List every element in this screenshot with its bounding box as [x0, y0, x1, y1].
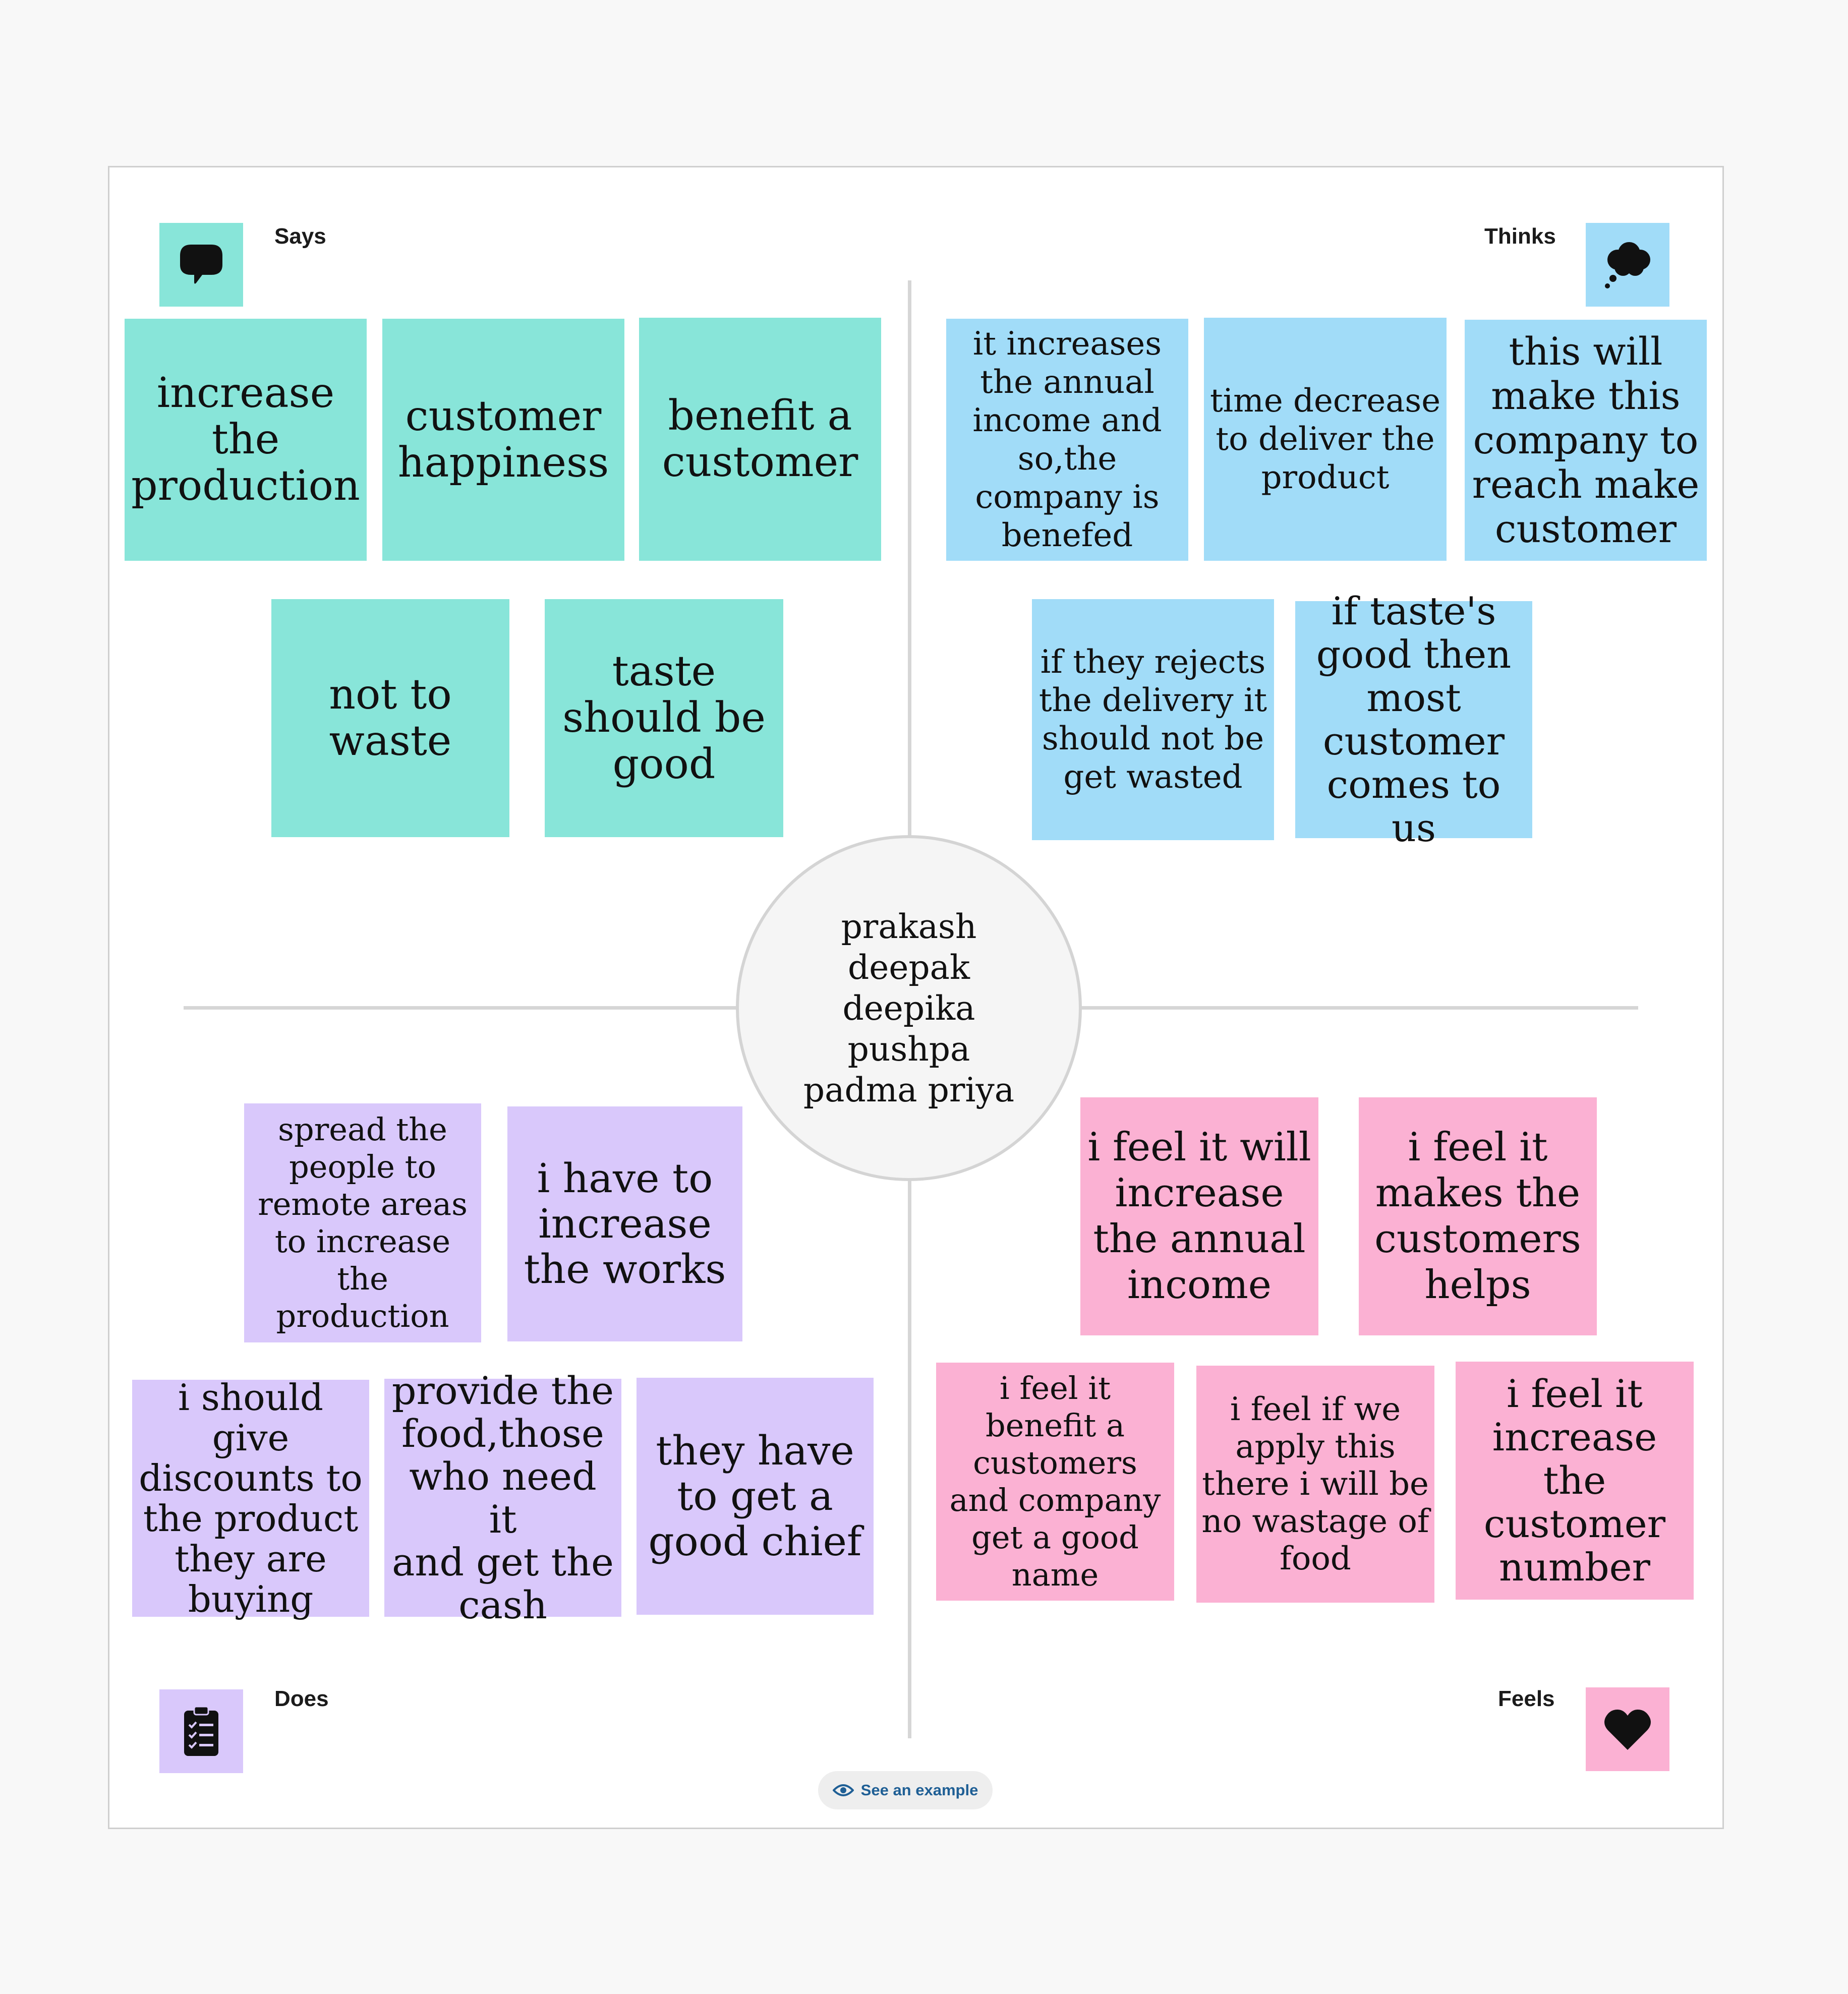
feels-label: Feels — [1498, 1686, 1555, 1711]
does-label: Does — [274, 1686, 329, 1711]
thinks-icon — [1586, 223, 1669, 307]
persona-name: pushpa — [847, 1029, 970, 1069]
does-icon — [159, 1689, 243, 1773]
says-icon — [159, 223, 243, 307]
horizontal-divider-left — [184, 1006, 737, 1010]
eye-icon — [832, 1784, 854, 1796]
see-example-label: See an example — [860, 1781, 978, 1799]
persona-name: padma priya — [803, 1070, 1015, 1109]
vertical-divider-top — [908, 280, 911, 837]
persona-name: deepika — [842, 988, 975, 1028]
persona-name: prakash — [841, 907, 977, 946]
persona-name: deepak — [848, 948, 970, 987]
see-example-button[interactable]: See an example — [818, 1771, 993, 1809]
vertical-divider-bottom — [908, 1180, 911, 1738]
feels-icon — [1586, 1687, 1669, 1771]
thinks-label: Thinks — [1484, 224, 1556, 249]
horizontal-divider-right — [1080, 1006, 1638, 1010]
says-label: Says — [274, 224, 326, 249]
persona-circle: prakash deepak deepika pushpa padma priy… — [736, 835, 1082, 1181]
